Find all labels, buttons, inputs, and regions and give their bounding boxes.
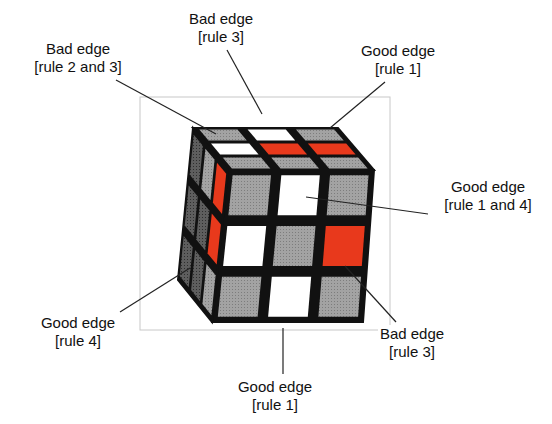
- cube-sticker: [308, 144, 356, 155]
- cube-sticker: [273, 226, 316, 266]
- cube: [178, 128, 374, 322]
- cube-sticker: [223, 226, 266, 266]
- cube-sticker: [318, 277, 361, 317]
- rule-note: [rule 2 and 3]: [32, 58, 124, 76]
- leader-line: [227, 50, 262, 114]
- edge-verdict: Bad edge: [187, 10, 255, 28]
- frame: [140, 97, 390, 330]
- cube-sticker: [190, 135, 203, 186]
- cube-sticker: [223, 158, 271, 169]
- rule-note: [rule 1]: [373, 60, 423, 78]
- cube-sticker: [323, 226, 365, 266]
- rule-note: [rule 4]: [53, 332, 103, 350]
- cube-face: [212, 170, 374, 322]
- cube-sticker: [201, 149, 214, 200]
- cube-sticker: [259, 144, 307, 155]
- cube-sticker: [228, 175, 271, 215]
- edge-verdict: Bad edge: [378, 325, 446, 343]
- cube-sticker: [211, 144, 259, 155]
- cube-sticker: [268, 277, 311, 317]
- leader-line: [282, 328, 283, 374]
- cube-sticker: [185, 186, 198, 237]
- leader-line: [306, 197, 428, 214]
- edge-verdict: Good edge: [449, 178, 527, 196]
- cube-sticker: [191, 250, 204, 301]
- leader-line: [345, 266, 396, 322]
- leader-line: [120, 268, 190, 312]
- cube-sticker: [196, 200, 209, 251]
- cube-sticker: [202, 264, 215, 315]
- cube-sticker: [208, 214, 221, 265]
- cube-sticker: [327, 175, 369, 215]
- edge-verdict: Bad edge: [44, 40, 112, 58]
- rule-note: [rule 1]: [250, 396, 300, 414]
- edge-verdict: Good edge: [236, 378, 314, 396]
- cube-sticker: [248, 130, 296, 141]
- edge-verdict: Good edge: [39, 314, 117, 332]
- cube-sticker: [278, 175, 320, 215]
- cube-sticker: [213, 163, 226, 214]
- cube-sticker: [199, 130, 247, 141]
- cube-face: [178, 128, 228, 322]
- cube-sticker: [218, 277, 262, 317]
- cube-sticker: [271, 158, 319, 169]
- edge-verdict: Good edge: [359, 42, 437, 60]
- leader-line: [116, 80, 216, 134]
- rule-note: [rule 1 and 4]: [442, 196, 534, 214]
- cube-sticker: [320, 158, 368, 169]
- cube-sticker: [296, 130, 344, 141]
- rule-note: [rule 3]: [196, 28, 246, 46]
- rule-note: [rule 3]: [387, 343, 437, 361]
- leader-line: [330, 82, 385, 128]
- cube-sticker: [180, 236, 193, 287]
